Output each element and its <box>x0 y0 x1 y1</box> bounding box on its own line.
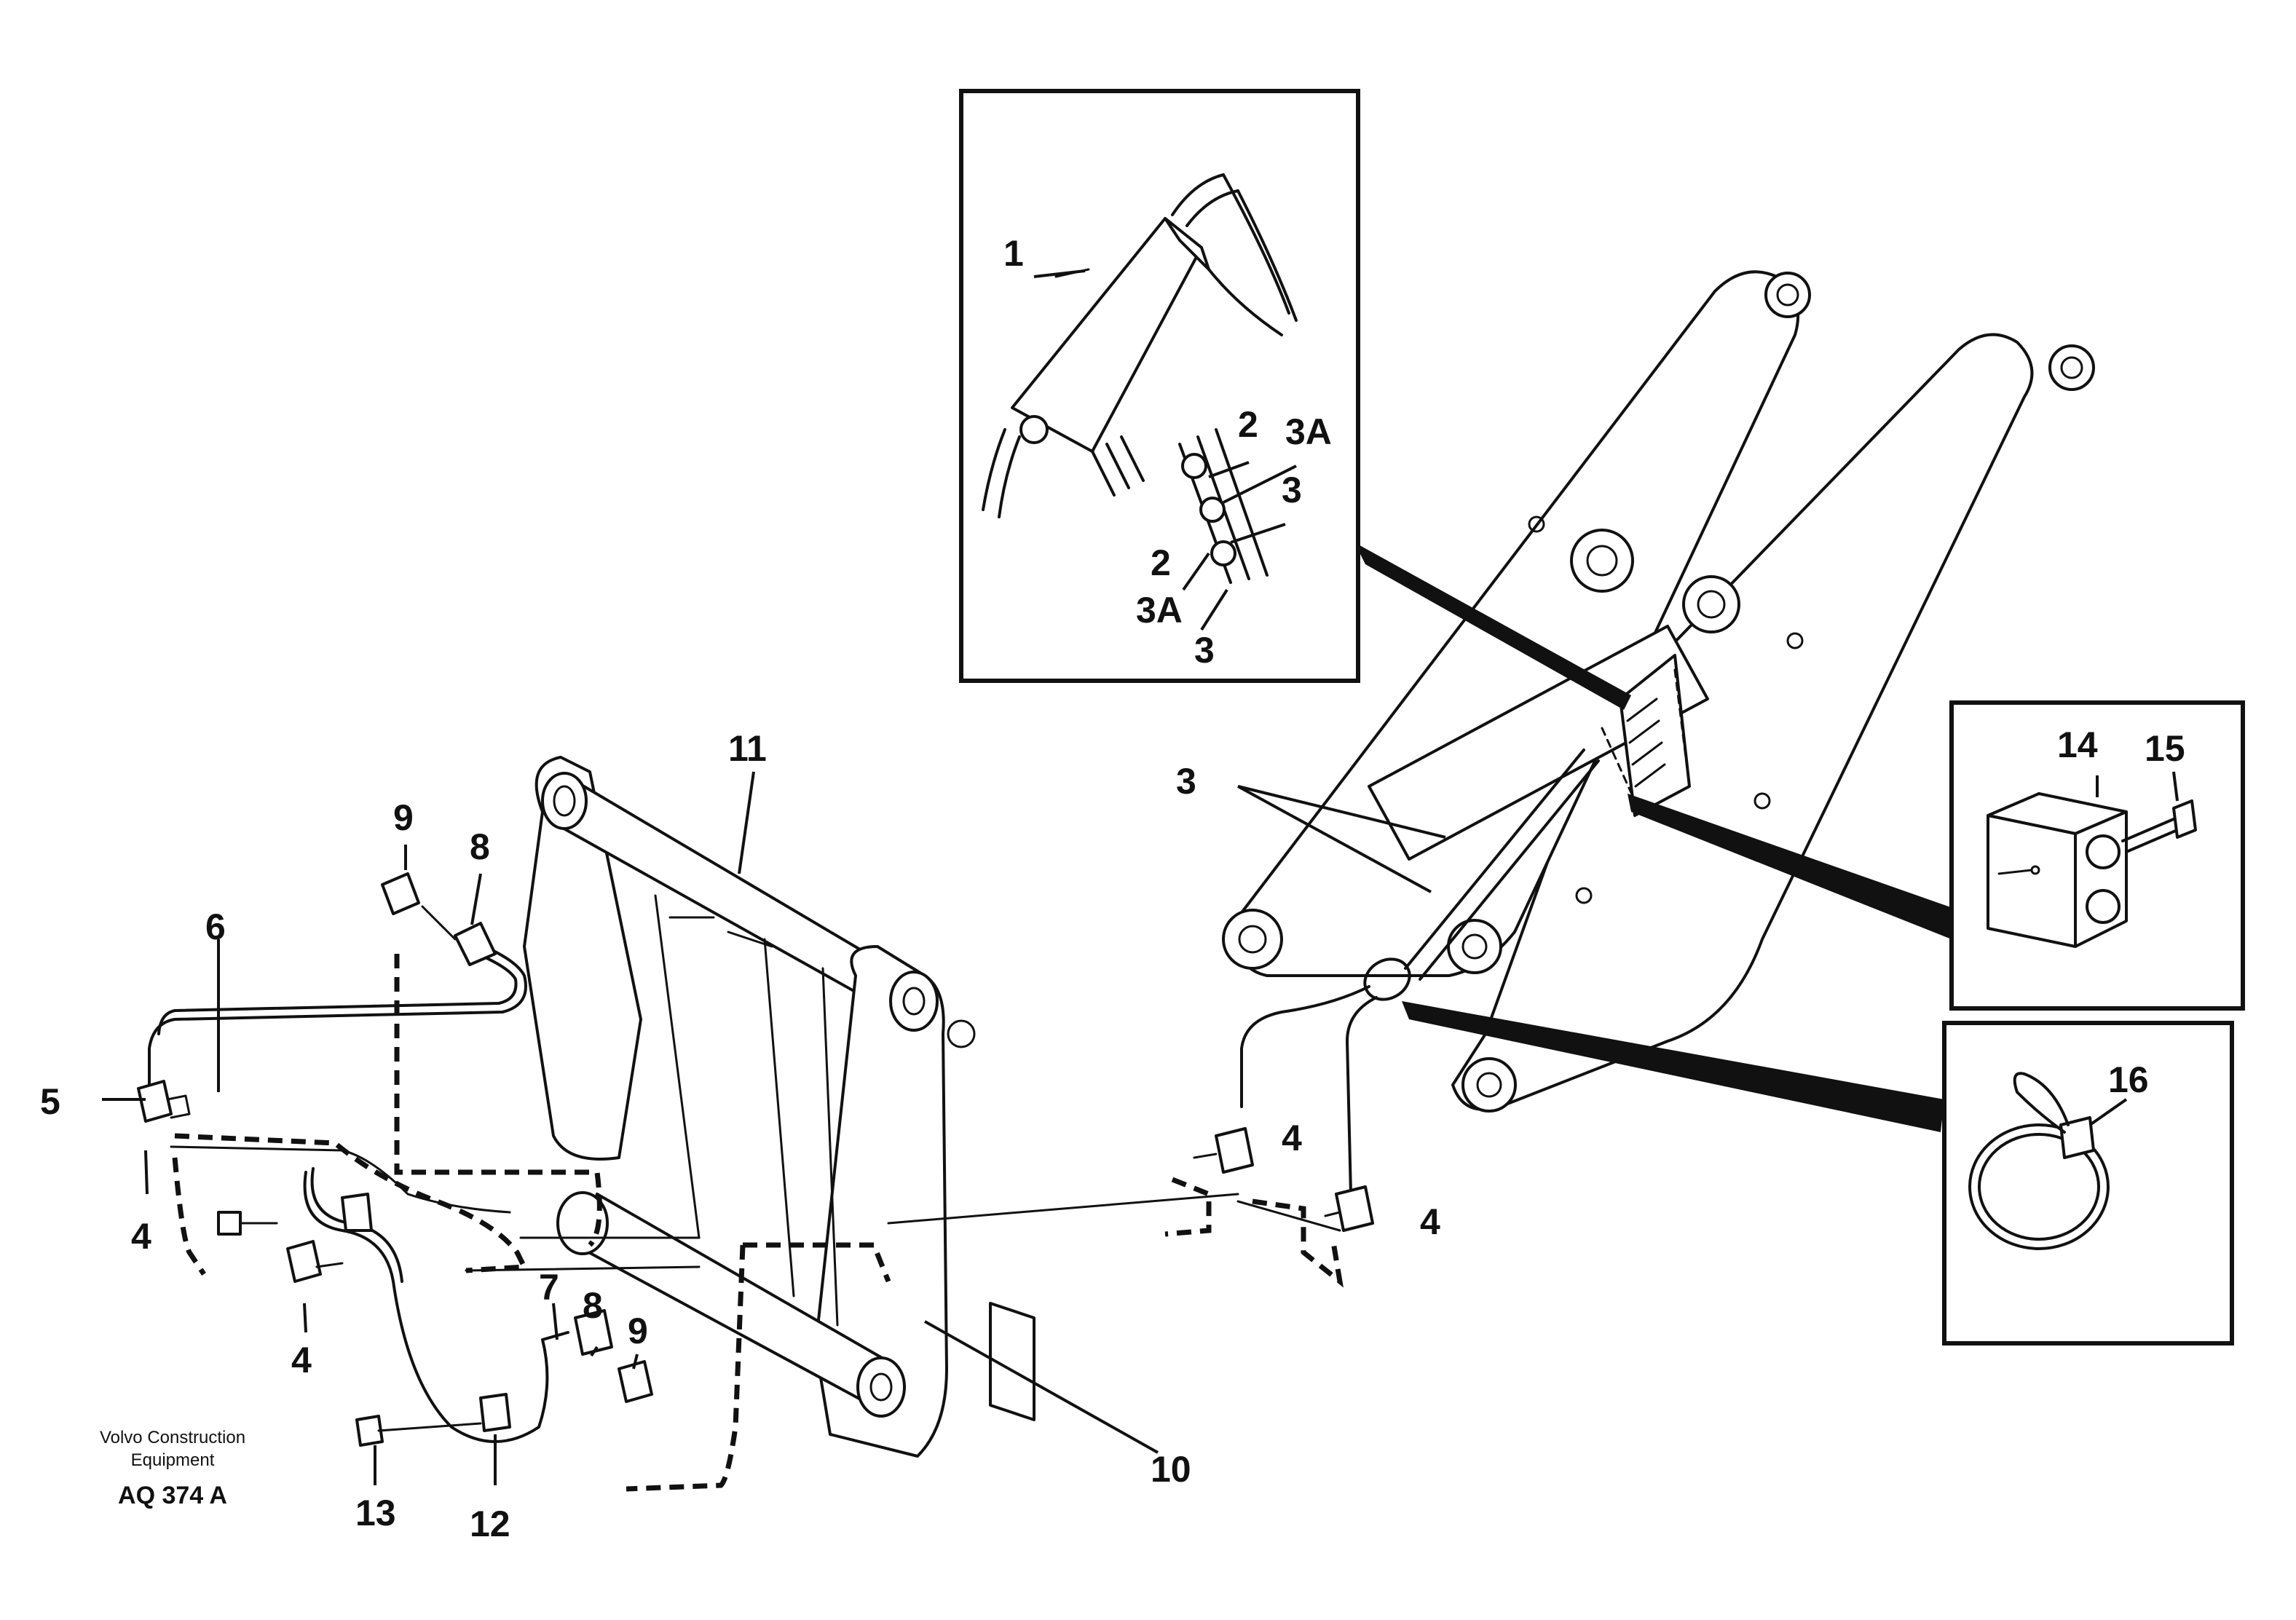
company-name-line1: Volvo Construction <box>100 1428 245 1447</box>
callout-3A-bottom: 3A <box>1136 590 1183 631</box>
nut-fitting-9-bottom <box>618 1360 653 1403</box>
inset-cable-tie <box>1942 1021 2234 1346</box>
union-fitting-8-top <box>454 922 497 966</box>
callout-6: 6 <box>205 906 226 947</box>
callout-15: 15 <box>2145 728 2185 769</box>
callout-8-bottom: 8 <box>583 1285 603 1326</box>
callout-4-left-a: 4 <box>131 1216 151 1257</box>
inset-valve-block <box>959 89 1360 683</box>
callout-12: 12 <box>470 1504 510 1544</box>
clamp-upper <box>341 1193 373 1232</box>
elbow-fitting-4-left <box>137 1080 173 1123</box>
inset-1-pointer <box>1354 542 1631 710</box>
callout-3-top: 3 <box>1282 470 1302 510</box>
callout-labels: 1 2 3A 3 2 3A 3 3 11 9 8 6 5 4 4 4 4 7 8… <box>40 233 2185 1544</box>
clamp-12 <box>479 1393 511 1432</box>
elbow-fitting-4-lower <box>286 1240 322 1283</box>
callout-2-top: 2 <box>1238 404 1258 445</box>
leader-lines <box>102 269 2179 1485</box>
callout-10: 10 <box>1151 1449 1191 1490</box>
union-fitting-8-bottom <box>574 1309 613 1356</box>
bolt-head-upper <box>217 1211 242 1236</box>
callout-7: 7 <box>539 1267 559 1308</box>
fittings <box>137 872 1374 1447</box>
drawing-reference: AQ 374 A <box>118 1482 227 1509</box>
callout-13: 13 <box>355 1493 396 1533</box>
elbow-fitting-4-mid <box>1215 1127 1254 1174</box>
company-name-line2: Equipment <box>131 1450 215 1470</box>
callout-16: 16 <box>2108 1059 2149 1100</box>
bolt-13 <box>355 1415 384 1447</box>
inset-frame-tie <box>1942 1021 2234 1346</box>
callout-4-left-b: 4 <box>291 1340 312 1380</box>
callout-3-bottom: 3 <box>1194 630 1215 671</box>
callout-9-bottom: 9 <box>628 1311 648 1351</box>
valve-block-mounted <box>1601 654 1691 817</box>
hydraulic-lines <box>148 945 1344 1492</box>
callout-1: 1 <box>1003 233 1024 274</box>
callout-8-top: 8 <box>470 826 490 867</box>
callout-11: 11 <box>728 728 767 769</box>
inset-frame-valve <box>959 89 1360 683</box>
callout-2-bottom: 2 <box>1151 542 1171 583</box>
pivot-boss <box>1222 272 2095 1113</box>
inset-16-pointer <box>1402 1001 1944 1132</box>
lift-arm-frame <box>1222 270 2095 1196</box>
footer-credit: Volvo Construction Equipment AQ 374 A <box>100 1428 245 1509</box>
callout-4-right: 4 <box>1420 1201 1440 1242</box>
elbow-fitting-4-right <box>1335 1185 1374 1232</box>
inset-block <box>1949 700 2245 1011</box>
quick-coupler <box>523 756 1035 1458</box>
callout-4-mid: 4 <box>1282 1118 1302 1158</box>
nut-fitting-9-top <box>381 872 420 915</box>
callout-14: 14 <box>2057 724 2098 765</box>
callout-9-top: 9 <box>393 797 414 838</box>
callout-3-frame: 3 <box>1176 761 1196 802</box>
callout-5: 5 <box>40 1081 60 1122</box>
callout-3A-top: 3A <box>1285 411 1332 452</box>
inset-14-pointer <box>1628 794 1959 939</box>
